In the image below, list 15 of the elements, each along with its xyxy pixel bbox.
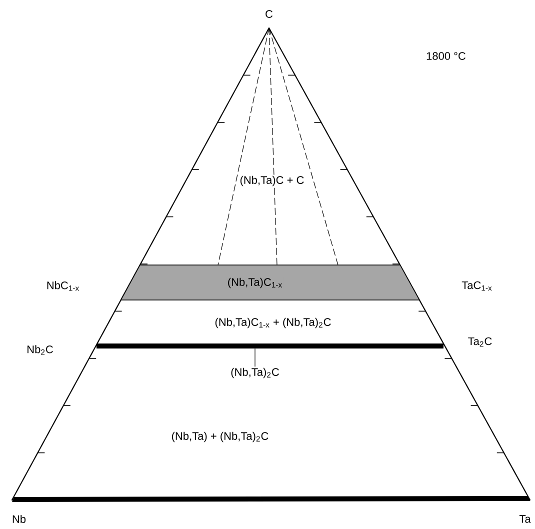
phase-label: (Nb,Ta)C$_{1-x}$ <box>226 276 284 290</box>
temperature-label: 1800 °C <box>425 51 467 61</box>
phase-label: (Nb,Ta)C$_{1-x}$ + (Nb,Ta)$_{2}$C <box>214 316 332 330</box>
vertex-label: C <box>264 9 274 19</box>
phase-label: (Nb,Ta)$_{2}$C <box>231 368 279 378</box>
phase-band <box>96 343 444 348</box>
phase-label: (Nb,Ta) + (Nb,Ta)$_{2}$C <box>170 430 270 444</box>
compound-label: Nb$_{2}$C <box>26 344 54 356</box>
phase-label: (Nb,Ta)C + C <box>238 174 306 188</box>
compound-label: Ta$_{2}$C <box>466 336 494 348</box>
compound-label: TaC$_{1-x}$ <box>460 280 494 292</box>
leader-line <box>254 348 256 367</box>
vertex-label: Ta <box>518 514 532 524</box>
compound-label: NbC$_{1-x}$ <box>45 280 81 292</box>
vertex-label: Nb <box>10 514 28 524</box>
